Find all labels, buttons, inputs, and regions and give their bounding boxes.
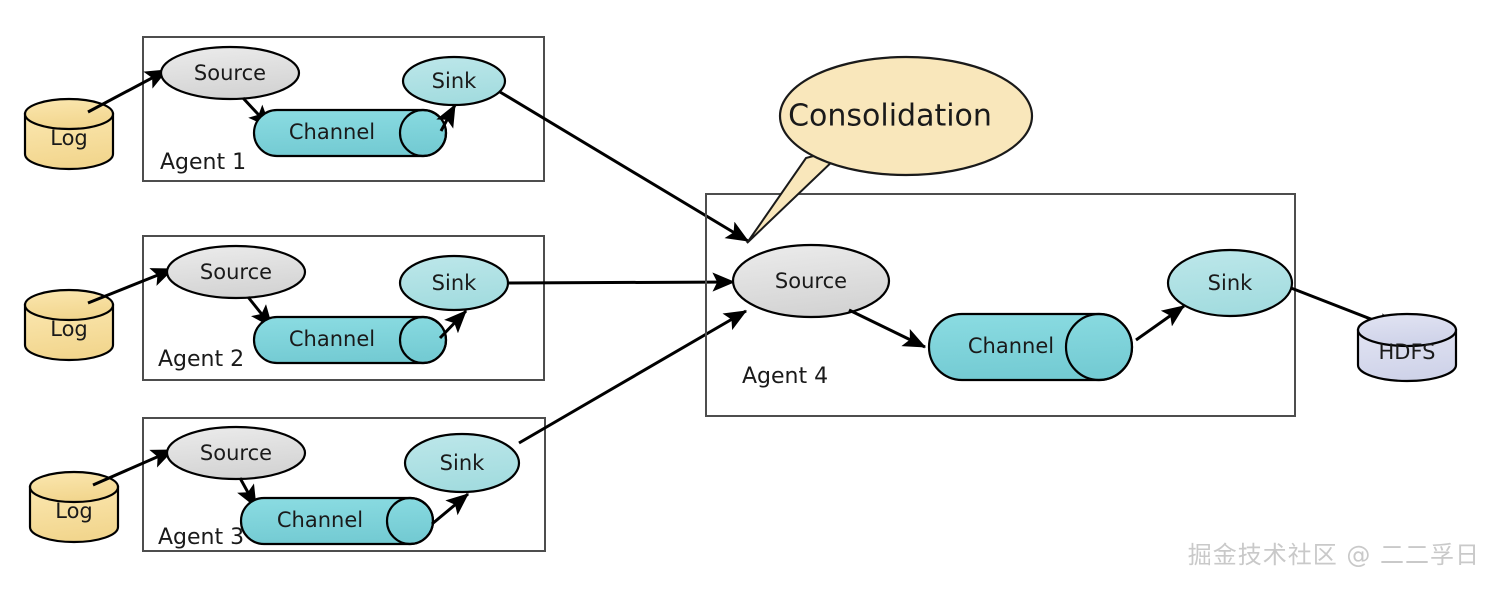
edge-channel4-to-sink4 xyxy=(1135,304,1185,342)
channel-2-label: Channel xyxy=(289,327,375,351)
agent-4-source-node[interactable]: Source xyxy=(731,243,891,319)
agent-1-box[interactable] xyxy=(142,36,545,182)
log-2-cylinder[interactable]: Log xyxy=(23,288,115,362)
edge-log3-to-source3 xyxy=(92,448,175,487)
agent-4-channel-node[interactable]: Channel xyxy=(927,312,1134,382)
callout-text: Consolidation xyxy=(788,99,992,134)
log-1-label: Log xyxy=(50,126,88,150)
agent-2-label: Agent 2 xyxy=(158,347,244,372)
agent-3-source-node[interactable]: Source xyxy=(165,425,307,481)
channel-3-label: Channel xyxy=(277,508,363,532)
source-4-label: Source xyxy=(775,269,847,293)
sink-1-ellipse xyxy=(401,55,507,107)
sink-3-ellipse xyxy=(403,432,521,494)
channel-4-label: Channel xyxy=(968,334,1054,358)
edge-sink3-to-agent4-source xyxy=(518,309,748,445)
agent-3-sink-node[interactable]: Sink xyxy=(403,432,521,494)
edge-log2-to-source2 xyxy=(87,267,175,305)
source-4-ellipse xyxy=(731,243,891,319)
edge-channel2-to-sink2 xyxy=(438,309,468,340)
agent-2-sink-node[interactable]: Sink xyxy=(398,254,510,312)
edge-log1-to-source1 xyxy=(87,68,169,114)
edge-source4-to-channel4 xyxy=(848,308,927,349)
channel-4-cap xyxy=(1064,312,1134,382)
edge-sink2-to-agent4-source xyxy=(507,272,736,292)
edge-channel1-to-sink1 xyxy=(436,103,457,132)
consolidation-callout[interactable]: Consolidation xyxy=(746,55,1034,244)
agent-2-source-node[interactable]: Source xyxy=(165,244,307,300)
agent-1-sink-node[interactable]: Sink xyxy=(401,55,507,107)
agent-2-channel-node[interactable]: Channel xyxy=(252,315,448,365)
callout-bubble xyxy=(778,55,1034,177)
hdfs-label: HDFS xyxy=(1378,340,1435,364)
hdfs-top xyxy=(1356,312,1458,348)
source-3-ellipse xyxy=(165,425,307,481)
log-1-cylinder[interactable]: Log xyxy=(23,97,115,171)
agent-3-box[interactable] xyxy=(142,417,546,552)
agent-1-group[interactable]: Log Source Channel Sink xyxy=(23,36,545,182)
log-1-top xyxy=(23,97,115,131)
sink-2-label: Sink xyxy=(432,271,477,295)
channel-1-cap xyxy=(398,108,448,158)
agent-2-group[interactable]: Log Source Channel Sink Agent 2 xyxy=(23,235,545,381)
log-3-top xyxy=(28,470,120,504)
sink-3-label: Sink xyxy=(440,451,485,475)
log-3-cylinder[interactable]: Log xyxy=(28,470,120,544)
agent-3-group[interactable]: Log Source Channel Sink Agent 3 xyxy=(28,417,546,552)
channel-2-cap xyxy=(398,315,448,365)
source-3-label: Source xyxy=(200,441,272,465)
sink-4-ellipse xyxy=(1166,248,1294,318)
source-1-ellipse xyxy=(159,45,301,101)
watermark-text: 掘金技术社区 @ 二二孚日 xyxy=(1188,541,1480,569)
edge-channel3-to-sink3 xyxy=(431,492,469,526)
agent-1-label: Agent 1 xyxy=(160,150,246,175)
hdfs-cylinder[interactable]: HDFS xyxy=(1356,312,1458,383)
agent-4-label: Agent 4 xyxy=(742,364,828,389)
agent-4-group[interactable]: Source Channel Sink Agent 4 xyxy=(705,193,1296,417)
agent-1-source-node[interactable]: Source xyxy=(159,45,301,101)
channel-3-cap xyxy=(385,496,435,546)
channel-1-label: Channel xyxy=(289,120,375,144)
edge-sink1-to-agent4-source xyxy=(499,90,750,243)
agent-4-box[interactable] xyxy=(705,193,1296,417)
agent-3-channel-node[interactable]: Channel xyxy=(239,496,435,546)
agent-2-box[interactable] xyxy=(142,235,545,381)
source-2-ellipse xyxy=(165,244,307,300)
source-1-label: Source xyxy=(194,61,266,85)
agent-1-channel-node[interactable]: Channel xyxy=(252,108,448,158)
sink-1-label: Sink xyxy=(432,69,477,93)
agent-4-sink-node[interactable]: Sink xyxy=(1166,248,1294,318)
log-2-label: Log xyxy=(50,317,88,341)
log-3-label: Log xyxy=(55,499,93,523)
sink-4-label: Sink xyxy=(1208,271,1253,295)
source-2-label: Source xyxy=(200,260,272,284)
log-2-top xyxy=(23,288,115,322)
agent-3-label: Agent 3 xyxy=(158,525,244,550)
